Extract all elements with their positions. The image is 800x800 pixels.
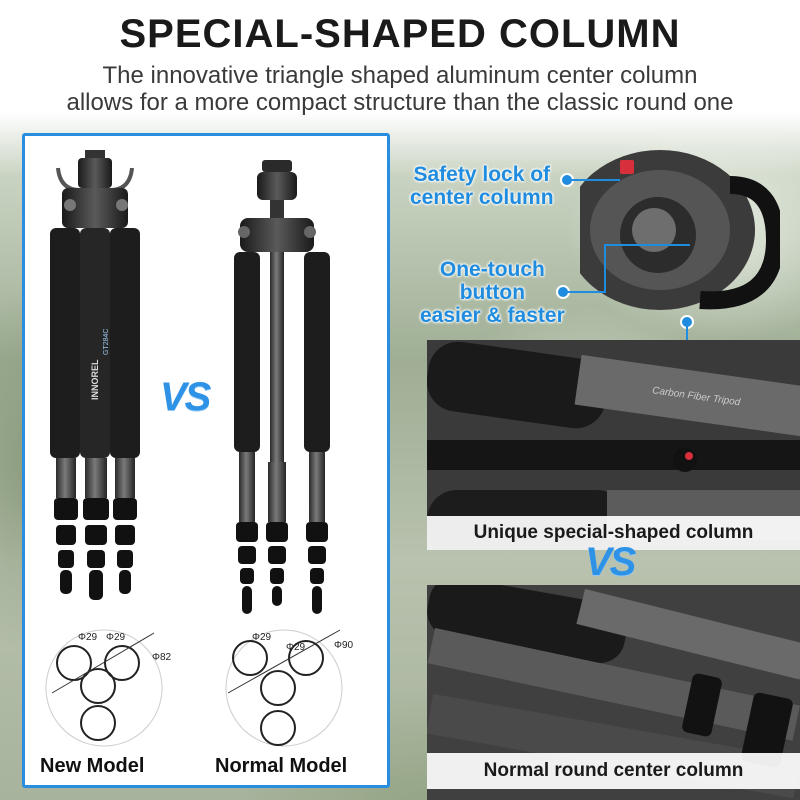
total-diameter-label: Φ90 <box>334 640 354 651</box>
safety-lock-closeup-image <box>580 150 780 310</box>
safety-lock-callout-line-2: center column <box>410 186 554 209</box>
subtitle-line-1: The innovative triangle shaped aluminum … <box>102 62 698 89</box>
page-title: SPECIAL-SHAPED COLUMN <box>119 12 681 56</box>
one-touch-callout-line-2: button <box>459 281 526 304</box>
one-touch-callout-line-1: One-touch <box>439 258 545 281</box>
safety-lock-callout-line-1: Safety lock of <box>413 163 551 186</box>
page-subtitle: The innovative triangle shaped aluminum … <box>0 62 800 116</box>
lock-red-button <box>620 160 634 174</box>
normal-model-label: Normal Model <box>215 755 348 777</box>
vs-label-right: VS <box>585 540 636 584</box>
leg-diameter-label-2: Φ29 <box>106 632 126 643</box>
subtitle-line-2: allows for a more compact structure than… <box>66 89 734 116</box>
brand-text: INNOREL <box>90 359 100 400</box>
leg-diameter-label: Φ29 <box>78 632 98 643</box>
new-model-diameter-diagram: Φ29 Φ29 Φ82 <box>45 629 172 747</box>
round-column-caption: Normal round center column <box>427 753 800 789</box>
normal-model-diameter-diagram: Φ29 Φ29 Φ90 <box>225 629 354 747</box>
total-diameter-label: Φ82 <box>152 652 172 663</box>
special-column-photo: Carbon Fiber Tripod <box>427 340 800 550</box>
model-code: GT284C <box>103 329 110 355</box>
leg-diameter-label: Φ29 <box>252 632 272 643</box>
leg-diameter-label-2: Φ29 <box>286 642 306 653</box>
new-model-tripod-image: INNOREL GT284C <box>50 150 140 600</box>
safety-lock-callout: Safety lock of center column <box>410 163 554 209</box>
normal-model-tripod-image <box>234 160 330 614</box>
callout-line-1 <box>570 179 620 181</box>
special-column-caption: Unique special-shaped column <box>427 516 800 550</box>
one-touch-callout-line-3: easier & faster <box>420 304 565 327</box>
special-column-panel: Carbon Fiber Tripod <box>427 340 800 550</box>
new-model-label: New Model <box>40 755 145 777</box>
vs-label-left: VS <box>160 375 211 419</box>
one-touch-callout: One-touch button easier & faster <box>420 258 565 327</box>
